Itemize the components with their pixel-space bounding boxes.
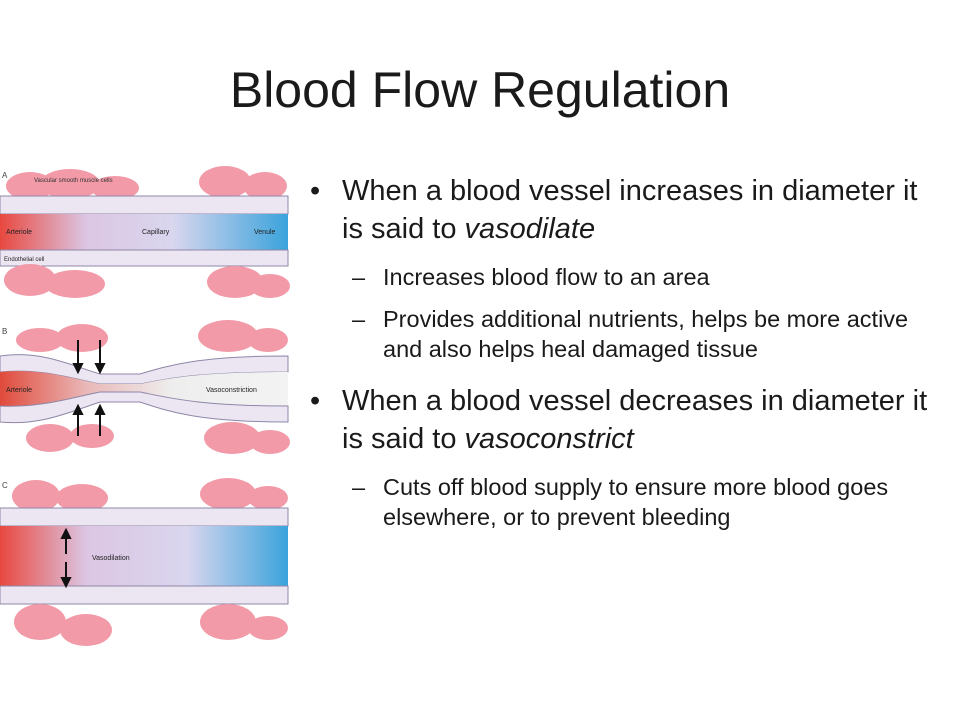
label-vasoconstriction: Vasoconstriction <box>206 387 257 394</box>
sub-bullet-item: – Provides additional nutrients, helps b… <box>310 304 940 364</box>
label-arteriole: Arteriole <box>6 229 32 236</box>
panel-letter: A <box>2 171 8 180</box>
sub-bullet-text: Increases blood flow to an area <box>383 264 710 290</box>
sub-bullet-text: Cuts off blood supply to ensure more blo… <box>383 474 889 530</box>
panel-letter: C <box>2 481 8 490</box>
bullet-term: vasodilate <box>464 213 596 245</box>
label-capillary: Capillary <box>142 229 170 236</box>
label-vasodilation: Vasodilation <box>92 555 130 562</box>
bullet-marker: • <box>310 175 321 207</box>
label-endothelial: Endothelial cell <box>4 257 44 263</box>
dash-marker: – <box>352 264 366 290</box>
bullet-list: • When a blood vessel increases in diame… <box>310 172 940 544</box>
bullet-item: • When a blood vessel increases in diame… <box>310 172 940 248</box>
sub-bullet-item: – Increases blood flow to an area <box>310 262 940 292</box>
label-cells: Vascular smooth muscle cells <box>34 178 113 184</box>
vessel-diagram: A Vascular smooth muscle cells Arteriole… <box>0 160 292 660</box>
bullet-text-main: When a blood vessel decreases in diamete… <box>342 385 928 455</box>
panel-a: A Vascular smooth muscle cells Arteriole… <box>0 166 290 298</box>
bullet-text: When a blood vessel increases in diamete… <box>342 172 940 248</box>
label-arteriole-b: Arteriole <box>6 387 32 394</box>
label-venule: Venule <box>254 229 276 236</box>
bullet-text-main: When a blood vessel increases in diamete… <box>342 175 918 245</box>
bullet-term: vasoconstrict <box>464 423 634 455</box>
slide-title: Blood Flow Regulation <box>229 62 731 118</box>
bullet-marker: • <box>310 385 321 417</box>
panel-c: C Vasodilation <box>0 478 289 646</box>
bullet-item: • When a blood vessel decreases in diame… <box>310 382 940 458</box>
bullet-text: When a blood vessel decreases in diamete… <box>342 382 940 458</box>
sub-bullet-text: Provides additional nutrients, helps be … <box>383 306 909 362</box>
dash-marker: – <box>352 306 366 332</box>
panel-letter: B <box>2 327 7 336</box>
sub-bullet-item: – Cuts off blood supply to ensure more b… <box>310 472 940 532</box>
dash-marker: – <box>352 474 366 500</box>
panel-b: B Arteriole Vasoconstriction <box>0 320 290 454</box>
